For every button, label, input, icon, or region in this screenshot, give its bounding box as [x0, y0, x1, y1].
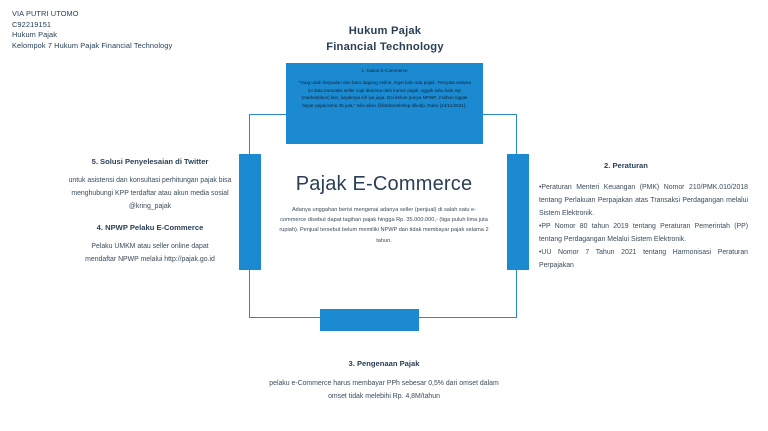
regulation-list: •Peraturan Menteri Keuangan (PMK) Nomor … [539, 181, 748, 272]
regulation-item: •PP Nomor 80 tahun 2019 tentang Peratura… [539, 223, 748, 243]
npwp-text: Pelaku UMKM atau seller online dapat men… [85, 243, 215, 263]
author-name: VIA PUTRI UTOMO [12, 9, 79, 18]
course-name: Hukum Pajak [12, 30, 58, 40]
case-box-text: "Yang udah berjualan dan baru dagang onl… [298, 80, 471, 108]
case-box: 1. Kasus E-Commerce "Yang udah berjualan… [286, 63, 483, 144]
group-name: Kelompok 7 Hukum Pajak Financial Technol… [12, 40, 173, 50]
imposition-title: 3. Pengenaan Pajak [348, 359, 420, 368]
regulation-item: •UU Nomor 7 Tahun 2021 tentang Harmonisa… [539, 249, 748, 269]
regulation-item: •Peraturan Menteri Keuangan (PMK) Nomor … [539, 184, 748, 217]
page-title-line2: Financial Technology [326, 40, 444, 53]
regulation-title: 2. Peraturan [604, 161, 648, 170]
npwp-title: 4. NPWP Pelaku E-Commerce [96, 223, 204, 232]
center-title: Pajak E-Commerce [295, 173, 473, 195]
student-id: C92219151 [12, 19, 52, 29]
center-description: Adanya unggahan berisi mengenai adanya s… [279, 207, 489, 244]
left-connector-bar [239, 154, 261, 270]
author-info: VIA PUTRI UTOMO C92219151 Hukum Pajak Ke… [12, 9, 172, 51]
bottom-connector-bar [320, 309, 419, 331]
imposition-text: pelaku e-Commerce harus membayar PPh seb… [269, 380, 499, 400]
twitter-text: untuk asistensi dan konsultasi perhitung… [68, 177, 232, 210]
page-title-line1: Hukum Pajak [348, 25, 422, 37]
case-box-title: 1. Kasus E-Commerce [361, 68, 408, 73]
page-title: Hukum Pajak Financial Technology [300, 24, 470, 55]
twitter-title: 5. Solusi Penyelesaian di Twitter [91, 157, 209, 166]
right-connector-bar [507, 154, 529, 270]
